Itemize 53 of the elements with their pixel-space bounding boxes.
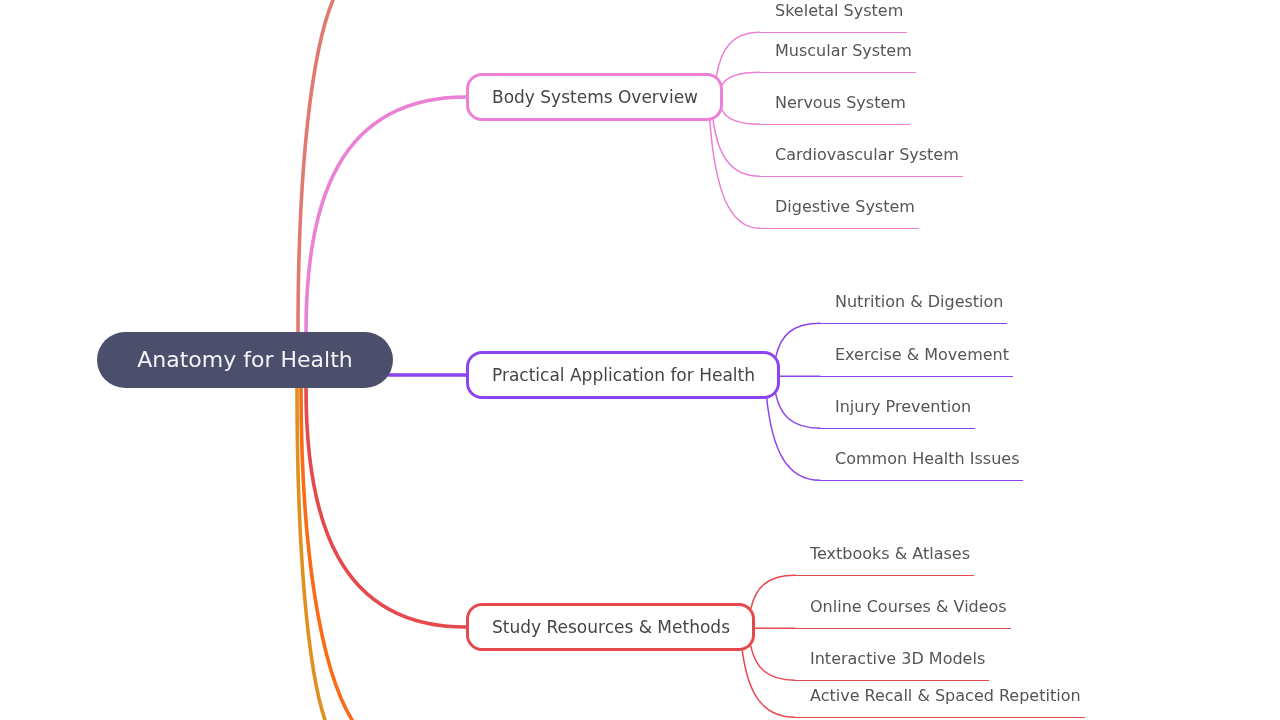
- central-topic-pill: [97, 332, 393, 388]
- subtopic-underline: [760, 41, 916, 73]
- subtopic-label: Active Recall & Spaced Repetition: [810, 686, 1081, 706]
- subtopic-label: Muscular System: [775, 41, 912, 61]
- subtopic-underline: [820, 449, 1024, 481]
- subtopic-underline: [760, 145, 963, 177]
- subtopic-label: Nervous System: [775, 93, 906, 113]
- topic-label: Study Resources & Methods: [492, 616, 730, 638]
- subtopic-underline: [760, 197, 919, 229]
- branch-line: [295, 386, 327, 720]
- subtopic-underline: [760, 93, 910, 125]
- topic-box: [466, 73, 723, 121]
- subtopic-underline: [795, 686, 1085, 718]
- branch-line: [296, 0, 335, 334]
- branch-line: [774, 393, 821, 429]
- topic-label: Practical Application for Health: [492, 364, 755, 386]
- branch-line: [304, 386, 468, 629]
- subtopic-label: Cardiovascular System: [775, 145, 959, 165]
- subtopic-underline: [795, 544, 975, 576]
- branch-line: [779, 375, 821, 377]
- subtopic-label: Nutrition & Digestion: [835, 292, 1004, 312]
- subtopic-label: Interactive 3D Models: [810, 649, 986, 669]
- branch-line: [386, 373, 468, 377]
- branch-line: [766, 398, 821, 481]
- subtopic-label: Injury Prevention: [835, 397, 972, 417]
- branch-line: [750, 574, 796, 610]
- branch-line: [754, 627, 796, 629]
- subtopic-label: Online Courses & Videos: [810, 597, 1007, 617]
- branch-line: [709, 120, 761, 229]
- subtopic-underline: [820, 397, 976, 429]
- topic-box: [466, 603, 755, 651]
- subtopic-label: Skeletal System: [775, 1, 904, 21]
- branch-line: [749, 645, 796, 681]
- subtopic-underline: [760, 1, 908, 33]
- subtopic-label: Common Health Issues: [835, 449, 1020, 469]
- branch-line: [715, 31, 761, 77]
- subtopic-label: Digestive System: [775, 197, 915, 217]
- branch-line: [712, 119, 761, 177]
- subtopic-label: Textbooks & Atlases: [810, 544, 971, 564]
- subtopic-underline: [795, 597, 1011, 629]
- subtopic-underline: [820, 345, 1013, 377]
- topic-box: [466, 351, 780, 399]
- branch-line: [721, 71, 761, 86]
- branch-line: [304, 95, 468, 334]
- branch-line: [299, 386, 354, 720]
- branch-line: [775, 322, 821, 358]
- subtopic-underline: [795, 649, 990, 681]
- branch-line: [721, 109, 761, 125]
- central-topic-label: Anatomy for Health: [137, 347, 353, 373]
- topic-label: Body Systems Overview: [492, 86, 698, 108]
- branch-line: [741, 649, 796, 718]
- subtopic-label: Exercise & Movement: [835, 345, 1009, 365]
- subtopic-underline: [820, 292, 1008, 324]
